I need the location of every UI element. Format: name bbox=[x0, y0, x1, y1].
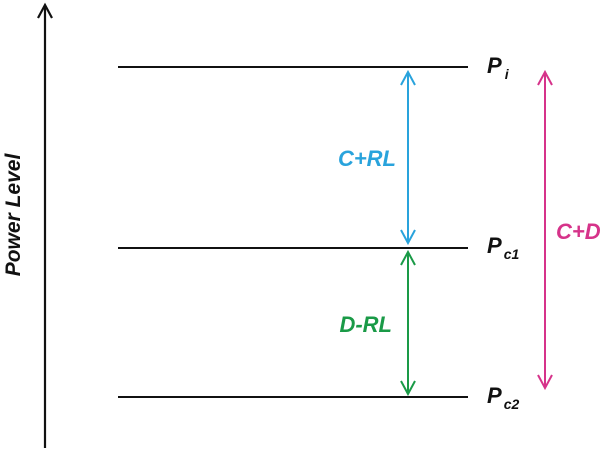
axis-label: Power Level bbox=[2, 153, 25, 277]
span-arrow-c-plus-rl bbox=[400, 69, 416, 246]
span-label-c-plus-rl: C+RL bbox=[338, 146, 396, 171]
span-arrow-c-plus-d bbox=[537, 69, 553, 391]
span-label-c-plus-d: C+D bbox=[556, 219, 601, 244]
power-axis-arrowhead bbox=[37, 2, 53, 19]
span-arrow-d-minus-rl bbox=[400, 249, 416, 397]
span-label-d-minus-rl: D-RL bbox=[339, 312, 392, 337]
